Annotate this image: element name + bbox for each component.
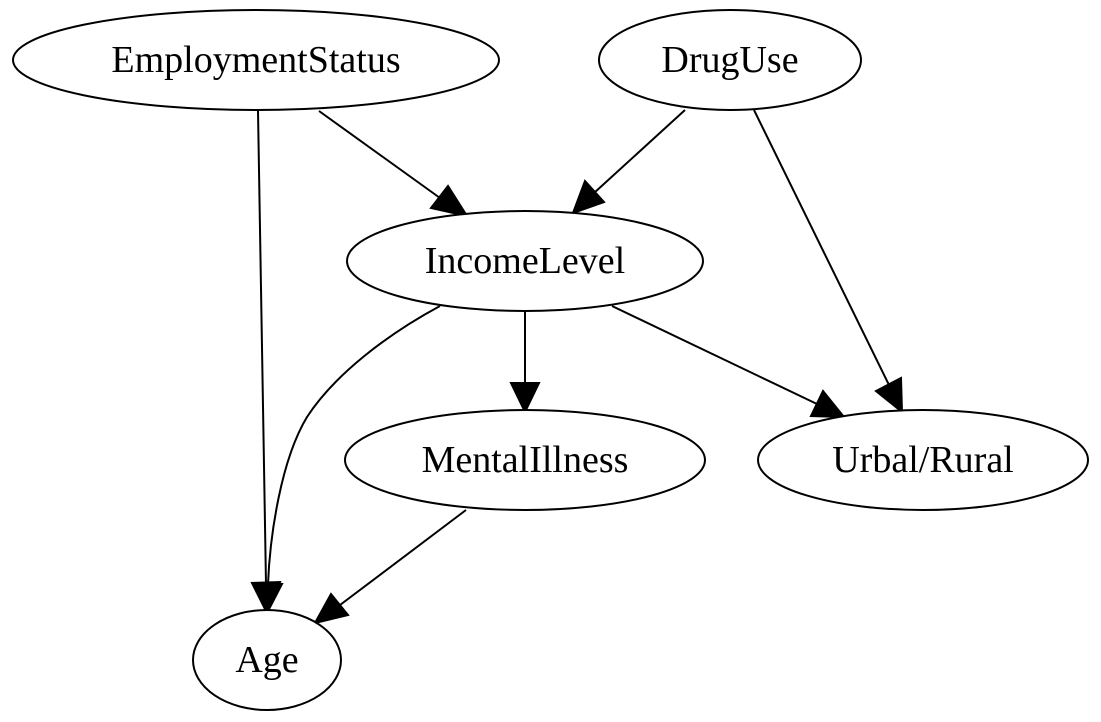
edges-layer xyxy=(250,109,904,625)
edge-income-to-mental xyxy=(509,311,541,415)
node-label: MentalIllness xyxy=(422,439,629,481)
node-label: IncomeLevel xyxy=(425,240,625,282)
node-urban-rural[interactable]: Urbal/Rural xyxy=(757,409,1089,511)
node-employment-status[interactable]: EmploymentStatus xyxy=(12,9,500,111)
nodes-layer: EmploymentStatus DrugUse IncomeLevel Men… xyxy=(12,9,1089,711)
edge-employment-to-age xyxy=(250,110,282,616)
edge-druguse-to-urban xyxy=(753,109,904,415)
edge-income-to-urban xyxy=(611,305,847,419)
node-label: Urbal/Rural xyxy=(832,439,1014,481)
node-drug-use[interactable]: DrugUse xyxy=(598,9,862,111)
node-age[interactable]: Age xyxy=(192,609,342,711)
node-label: Age xyxy=(235,639,298,681)
node-label: DrugUse xyxy=(661,39,798,81)
node-income-level[interactable]: IncomeLevel xyxy=(346,210,704,312)
edge-druguse-to-income xyxy=(571,109,686,215)
edge-employment-to-income xyxy=(318,110,470,218)
node-mental-illness[interactable]: MentalIllness xyxy=(344,409,706,511)
edge-income-to-age xyxy=(252,305,441,616)
edge-mental-to-age xyxy=(313,509,467,625)
node-label: EmploymentStatus xyxy=(111,39,400,81)
